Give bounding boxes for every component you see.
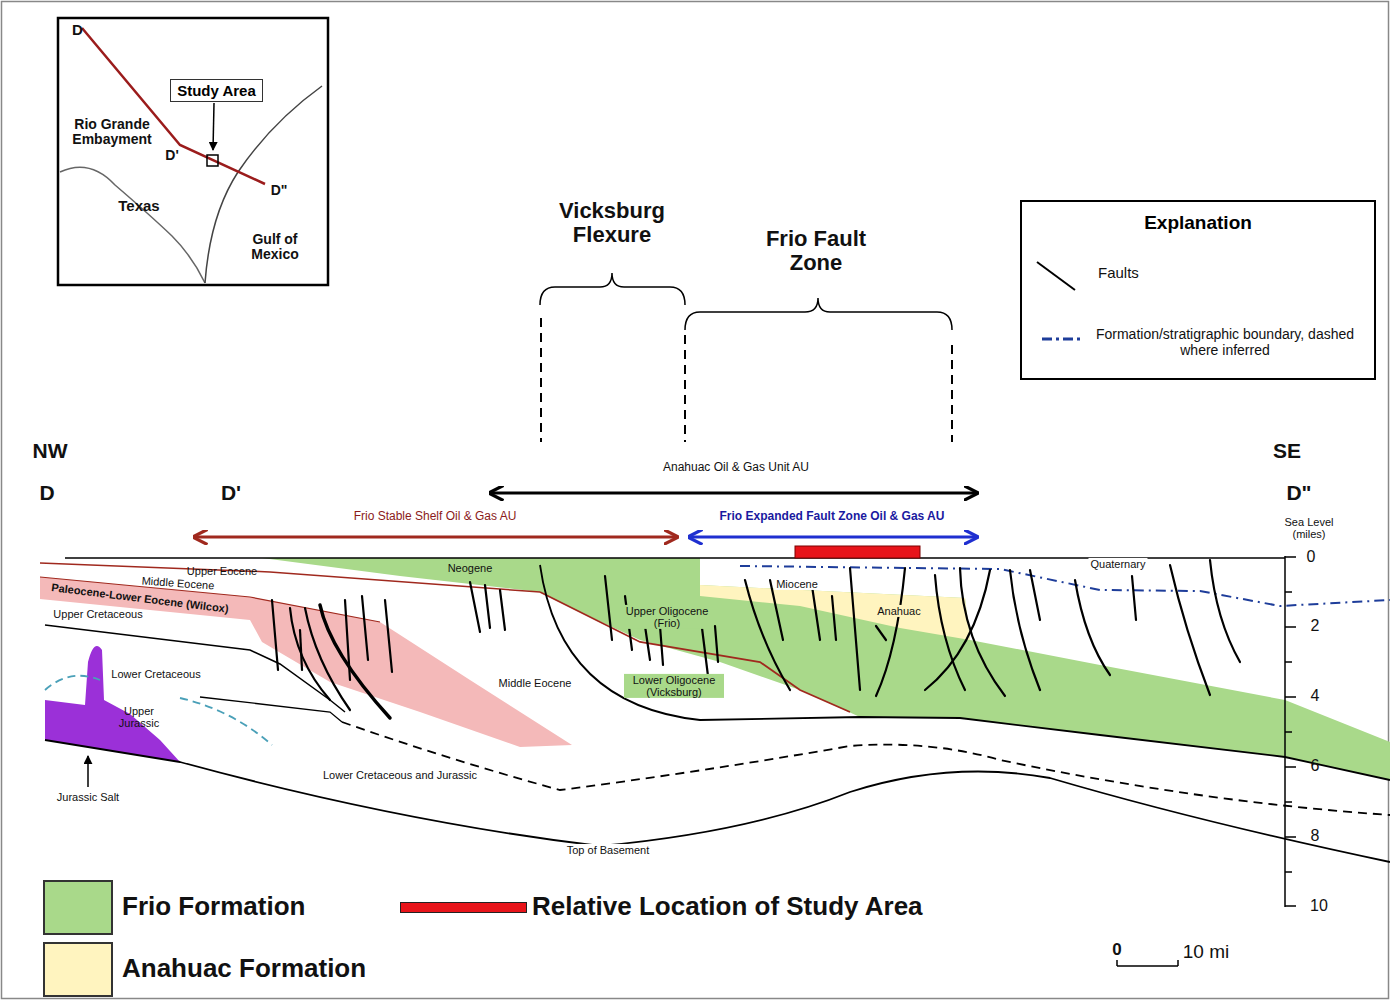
region-name: Texas: [118, 198, 159, 215]
legend-text: Anahuac Formation: [122, 954, 366, 984]
direction-label: SE: [1273, 439, 1301, 462]
legend-text: Frio Formation: [122, 892, 305, 922]
scale-number: 0: [1112, 941, 1121, 960]
zone-heading: Vicksburg Flexure: [542, 199, 682, 247]
unit-name: Lower Cretaceous: [111, 668, 200, 680]
study-area-box: Study Area: [170, 79, 263, 102]
legend-swatch: [400, 902, 527, 913]
unit-name: Lower Oligocene (Vicksburg): [624, 674, 724, 698]
formation-fills: [40, 558, 1390, 780]
unit-name: Miocene: [774, 578, 820, 590]
section-end-letter: D": [1286, 481, 1311, 504]
assessment-unit-arrows: [194, 493, 977, 537]
axis-number: 4: [1311, 687, 1320, 705]
unit-name: Upper Jurassic: [109, 705, 169, 729]
unit-name: Neogene: [446, 562, 495, 574]
axis-number: 8: [1311, 827, 1320, 845]
depth-axis: [1285, 556, 1296, 907]
assessment-unit-name: Frio Stable Shelf Oil & Gas AU: [354, 510, 517, 523]
unit-name: Anahuac: [875, 605, 922, 617]
line-end-letter: D': [165, 148, 178, 163]
legend-swatch: [43, 880, 113, 935]
region-name: Gulf of Mexico: [239, 232, 311, 263]
zone-brackets: [540, 273, 952, 442]
box-title: Study Area: [176, 82, 257, 99]
direction-label: NW: [33, 439, 68, 462]
unit-name: Upper Eocene: [187, 565, 257, 577]
axis-number: 6: [1311, 757, 1320, 775]
scale-number: 10 mi: [1183, 942, 1229, 963]
axis-number: 0: [1307, 548, 1316, 566]
line-end-letter: D": [271, 183, 288, 198]
assessment-unit-name: Anahuac Oil & Gas Unit AU: [663, 461, 809, 474]
unit-name: Upper Oligocene (Frio): [622, 605, 712, 629]
fault-sample: [1037, 262, 1075, 290]
boundary-sample: [1042, 338, 1080, 341]
unit-name: Quaternary: [1088, 558, 1147, 570]
axis-number: 2: [1311, 617, 1320, 635]
section-end-letter: D: [39, 481, 54, 504]
legend-text: Formation/stratigraphic boundary, dashed…: [1089, 326, 1361, 358]
region-name: Rio Grande Embayment: [62, 117, 162, 148]
legend-text: Faults: [1098, 264, 1139, 281]
axis-title: Sea Level (miles): [1280, 516, 1338, 540]
section-end-letter: D': [221, 481, 241, 504]
unit-name: Middle Eocene: [497, 677, 574, 689]
axis-number: 10: [1310, 897, 1328, 915]
study-area-bar: [795, 546, 920, 558]
assessment-unit-name: Frio Expanded Fault Zone Oil & Gas AU: [720, 510, 945, 523]
line-end-letter: D: [72, 22, 83, 39]
legend-text: Relative Location of Study Area: [532, 892, 923, 922]
zone-heading: Frio Fault Zone: [746, 227, 886, 275]
unit-name: Upper Cretaceous: [53, 608, 142, 620]
scale-bar: [1117, 960, 1178, 966]
legend-swatch: [43, 942, 113, 997]
unit-name: Top of Basement: [565, 844, 652, 856]
box-title: Explanation: [1022, 212, 1374, 234]
inset-map: [58, 18, 328, 285]
section-lines: [40, 558, 1390, 862]
faults: [272, 560, 1240, 718]
unit-name: Lower Cretaceous and Jurassic: [321, 769, 479, 781]
unit-name: Jurassic Salt: [57, 791, 119, 803]
